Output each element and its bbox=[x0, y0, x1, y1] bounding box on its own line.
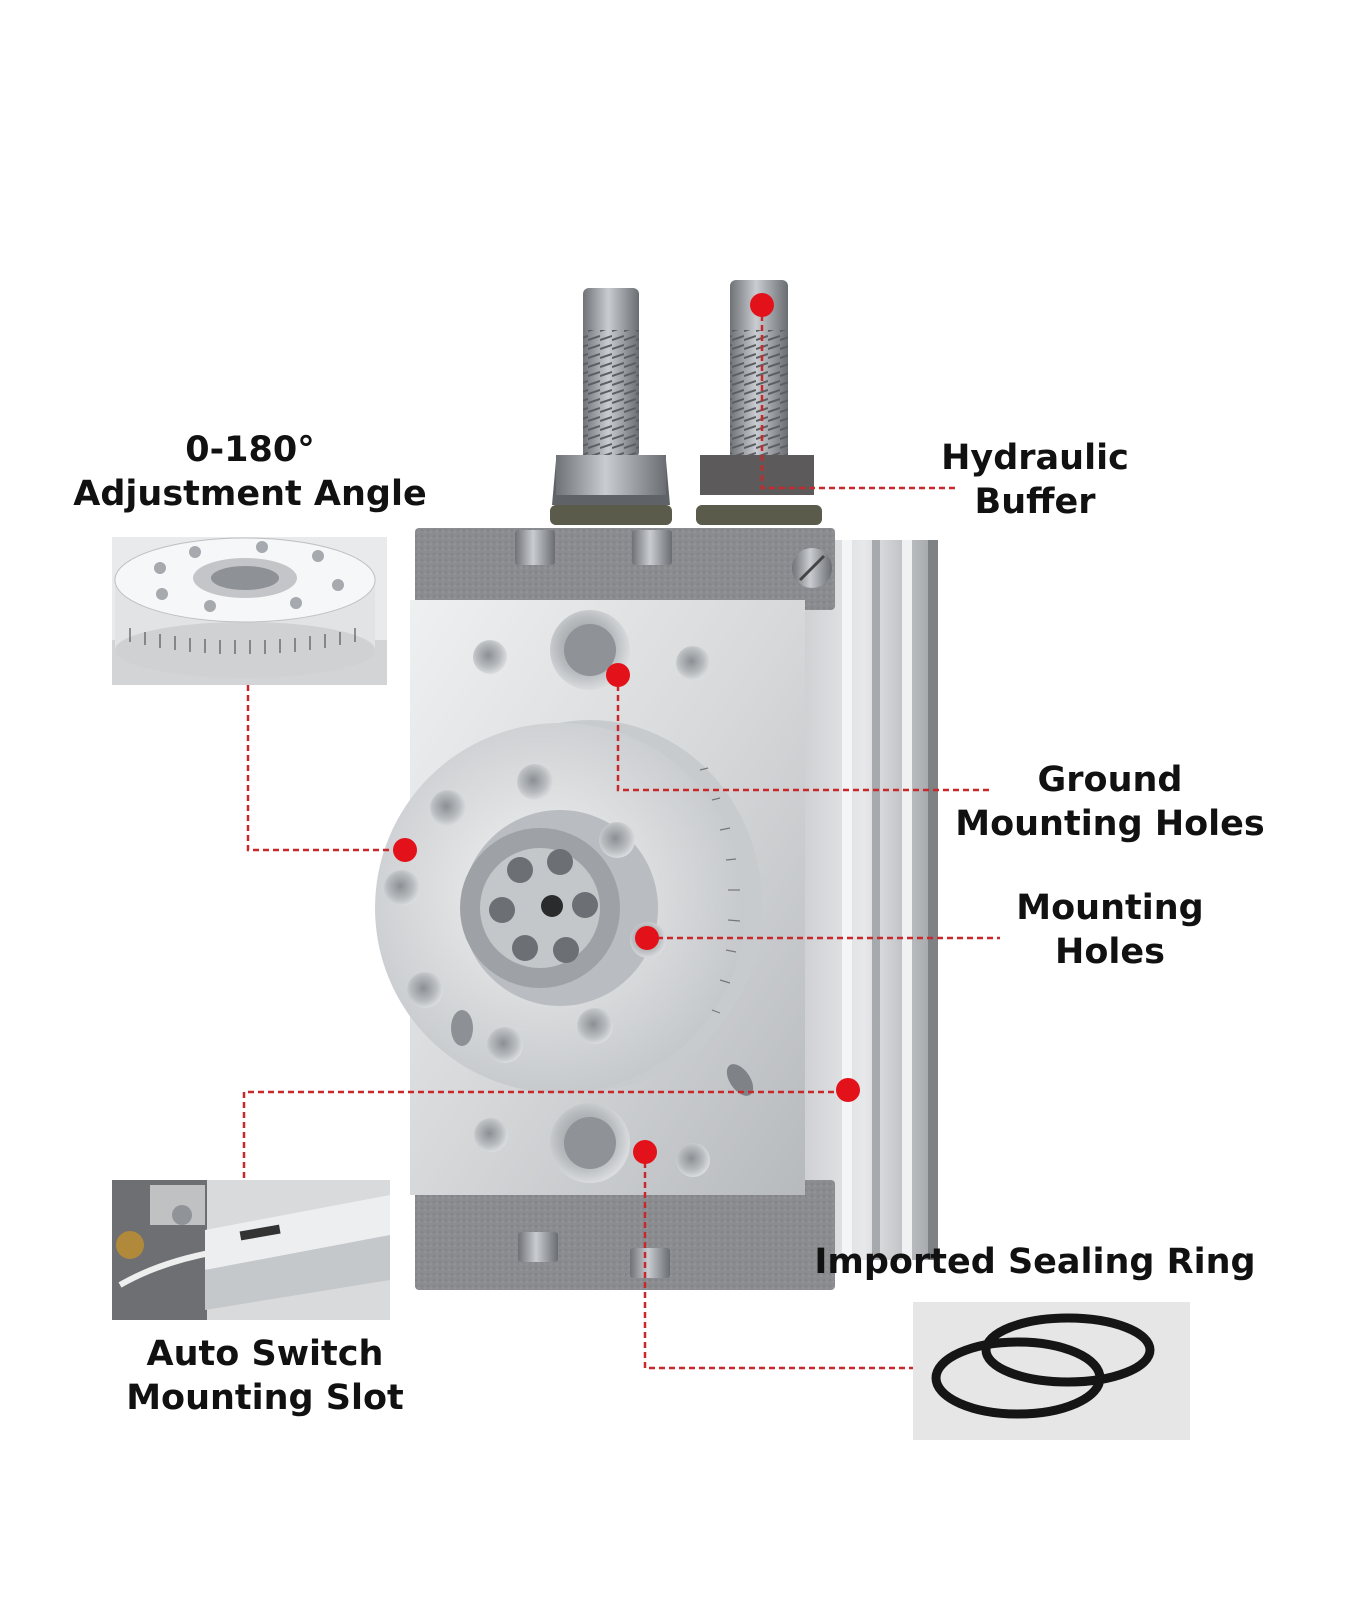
label-mounting-holes-line1: Mounting bbox=[1016, 888, 1204, 928]
rotary-table bbox=[375, 720, 762, 1093]
hydraulic-buffer-left bbox=[550, 288, 672, 525]
bottom-end-cover bbox=[415, 1180, 835, 1290]
callout-line-adjustment-angle bbox=[246, 685, 405, 852]
callout-dot-auto-switch bbox=[836, 1078, 860, 1102]
callout-dot-mounting-holes bbox=[635, 926, 659, 950]
callout-line-auto-switch bbox=[242, 1090, 848, 1178]
label-ground-mounting-holes-line2: Mounting Holes bbox=[955, 804, 1265, 844]
side-fin-block bbox=[790, 540, 938, 1260]
label-auto-switch-slot: Auto Switch Mounting Slot bbox=[100, 1332, 430, 1420]
label-mounting-holes-line2: Holes bbox=[1055, 932, 1165, 972]
label-adjustment-angle: 0-180° Adjustment Angle bbox=[60, 428, 440, 516]
label-hydraulic-buffer-line1: Hydraulic bbox=[941, 438, 1129, 478]
label-sealing-ring: Imported Sealing Ring bbox=[800, 1240, 1270, 1284]
label-ground-mounting-holes: Ground Mounting Holes bbox=[945, 758, 1275, 846]
label-hydraulic-buffer: Hydraulic Buffer bbox=[920, 436, 1150, 524]
label-ground-mounting-holes-line1: Ground bbox=[1037, 760, 1183, 800]
label-adjustment-angle-line1: 0-180° bbox=[185, 430, 315, 470]
label-auto-switch-slot-line1: Auto Switch bbox=[146, 1334, 384, 1374]
auto-switch-slot-closeup-icon bbox=[112, 1180, 390, 1320]
label-mounting-holes: Mounting Holes bbox=[1000, 886, 1220, 974]
rotary-dial-closeup-icon bbox=[112, 537, 387, 685]
hydraulic-buffer-right bbox=[696, 280, 822, 525]
top-end-cover bbox=[415, 528, 835, 610]
callout-dot-hydraulic-buffer bbox=[750, 293, 774, 317]
callout-dot-adjustment-angle bbox=[393, 838, 417, 862]
callout-line-ground-mounting bbox=[616, 675, 990, 792]
o-ring-pair-icon bbox=[913, 1302, 1190, 1440]
label-sealing-ring-line1: Imported Sealing Ring bbox=[814, 1242, 1256, 1282]
callout-line-sealing-ring bbox=[643, 1152, 915, 1370]
callout-line-hydraulic-buffer bbox=[760, 305, 955, 490]
callout-dot-ground-mounting bbox=[606, 663, 630, 687]
callout-dot-sealing-ring bbox=[633, 1140, 657, 1164]
label-hydraulic-buffer-line2: Buffer bbox=[974, 482, 1096, 522]
callout-dots bbox=[393, 293, 860, 1164]
callouts bbox=[242, 305, 1000, 1370]
label-auto-switch-slot-line2: Mounting Slot bbox=[126, 1378, 404, 1418]
label-adjustment-angle-line2: Adjustment Angle bbox=[73, 474, 427, 514]
